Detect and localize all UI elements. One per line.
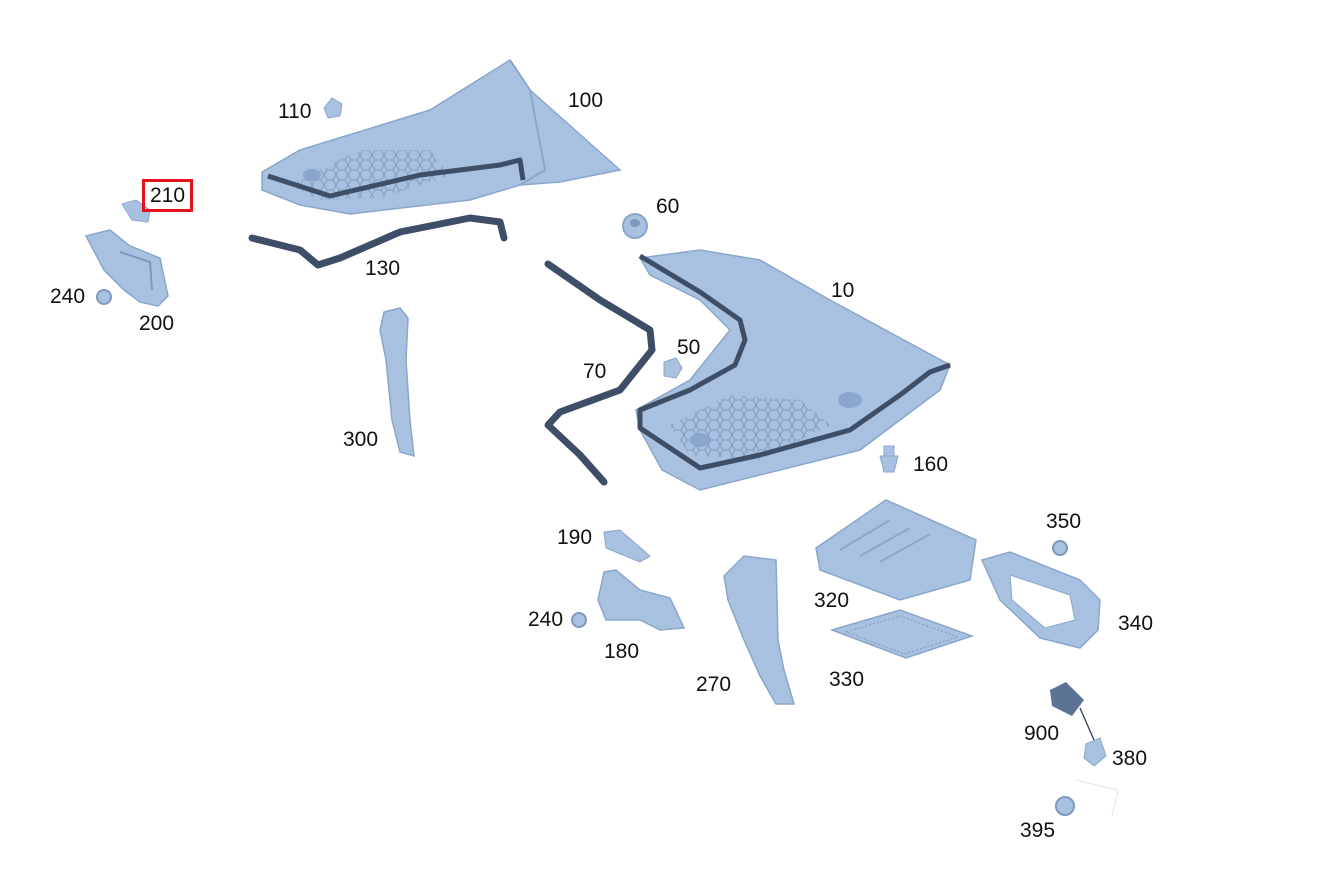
callout-10[interactable]: 10 [831,279,855,302]
callout-190[interactable]: 190 [557,526,593,549]
callout-340[interactable]: 340 [1118,612,1154,635]
part-320-housing-cover[interactable] [815,499,977,601]
part-200-bracket[interactable] [84,229,169,307]
part-100-cowl-panel-upper[interactable] [261,58,622,215]
part-210-bracket[interactable] [121,199,151,223]
part-190-bracket[interactable] [603,529,651,563]
callout-60[interactable]: 60 [656,195,680,218]
callout-395[interactable]: 395 [1020,819,1056,842]
callout-350[interactable]: 350 [1046,510,1082,533]
part-110-clip[interactable] [323,97,343,119]
callout-320[interactable]: 320 [814,589,850,612]
callout-380[interactable]: 380 [1112,747,1148,770]
part-300-bracket[interactable] [379,307,415,458]
part-340-frame[interactable] [980,551,1101,649]
part-160-rivet[interactable] [879,445,899,473]
part-60-grommet[interactable] [622,213,648,239]
part-270-duct[interactable] [723,555,796,705]
callout-70[interactable]: 70 [583,360,607,383]
callout-240-left[interactable]: 240 [50,285,86,308]
part-350-nut[interactable] [1052,540,1068,556]
callout-270[interactable]: 270 [696,673,732,696]
callout-240-lower[interactable]: 240 [528,608,564,631]
callout-180[interactable]: 180 [604,640,640,663]
part-395-nut[interactable] [1055,779,1119,817]
callout-50[interactable]: 50 [677,336,701,359]
part-50-clip[interactable] [663,357,683,379]
callout-900[interactable]: 900 [1024,722,1060,745]
callout-330[interactable]: 330 [829,668,865,691]
callout-210-highlighted[interactable]: 210 [141,179,194,212]
part-70-seal[interactable] [544,260,656,486]
part-10-water-box[interactable] [635,249,951,491]
callout-160[interactable]: 160 [913,453,949,476]
part-130-seal[interactable] [248,214,508,269]
part-380-connector[interactable] [1083,737,1107,767]
callout-200[interactable]: 200 [139,312,175,335]
part-240-nut-left[interactable] [96,289,112,305]
callout-110[interactable]: 110 [278,100,312,123]
part-900-sensor[interactable] [1050,682,1095,741]
part-240-nut-lower[interactable] [571,612,587,628]
part-330-filter[interactable] [829,609,975,659]
part-180-bracket[interactable] [597,569,686,631]
callout-130[interactable]: 130 [365,257,401,280]
callout-100[interactable]: 100 [568,89,604,112]
callout-300[interactable]: 300 [343,428,379,451]
